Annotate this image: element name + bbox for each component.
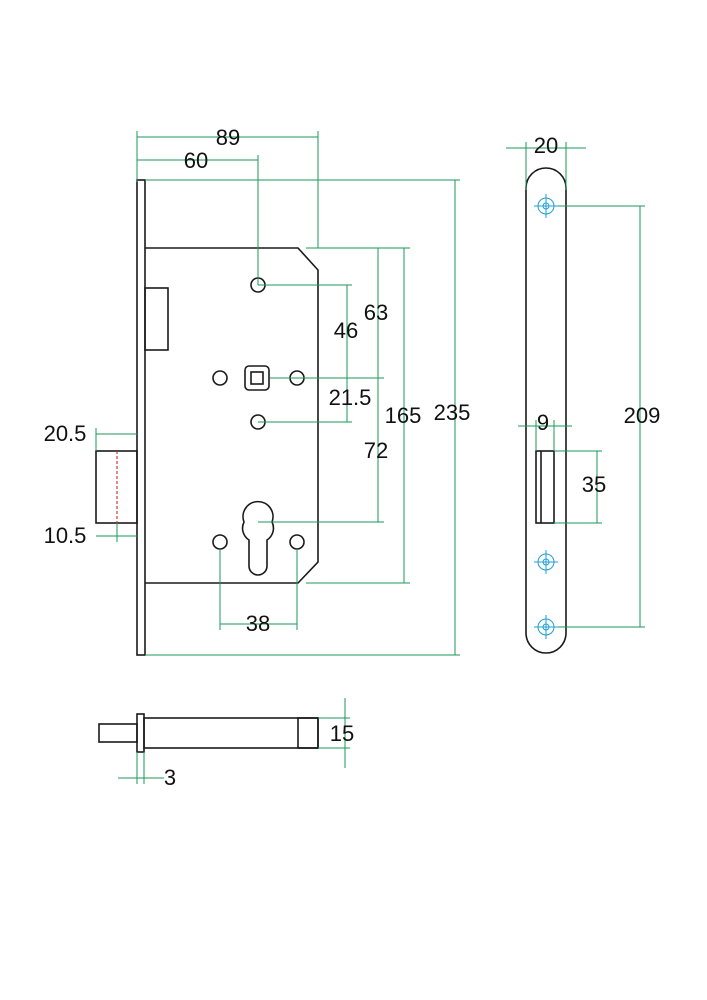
dim-follower-cylinder: 72 <box>364 438 388 463</box>
follower-outer <box>244 365 270 391</box>
latch-body <box>143 717 319 749</box>
latch-flange <box>136 713 145 753</box>
left-fixing-hole <box>212 370 228 386</box>
euro-cylinder-cutout <box>241 500 275 576</box>
dim-latch-projection: 20.5 <box>44 421 87 446</box>
dim-hole-spacing: 38 <box>246 611 270 636</box>
dim-fixing-spacing: 209 <box>624 403 661 428</box>
latch-slot <box>535 450 555 524</box>
screw-hole-bottom <box>534 615 558 639</box>
latch-dimensions: 15 3 <box>118 698 354 790</box>
front-view <box>95 179 319 656</box>
dim-follower-middle-hole: 21.5 <box>329 385 372 410</box>
forend-plate <box>136 179 146 656</box>
faceplate <box>525 167 567 654</box>
cylinder-right-hole <box>289 534 305 550</box>
faceplate-view <box>525 167 567 654</box>
dim-width-overall: 89 <box>216 125 240 150</box>
lock-case <box>145 247 319 584</box>
screw-hole-middle <box>534 550 558 574</box>
dim-latch-height: 15 <box>330 721 354 746</box>
dim-flange-thickness: 3 <box>164 765 176 790</box>
dim-case-height: 165 <box>385 403 422 428</box>
dim-follower-case-top: 63 <box>364 300 388 325</box>
screw-hole-top <box>534 194 558 218</box>
front-dimensions: 89 60 235 165 46 63 21.5 72 38 <box>44 125 471 656</box>
dim-follower-top-hole: 46 <box>334 318 358 343</box>
latch-side-view <box>98 713 319 753</box>
dim-backset: 60 <box>184 148 208 173</box>
cylinder-left-hole <box>212 534 228 550</box>
dim-faceplate-width: 20 <box>534 133 558 158</box>
dim-latch-offset: 10.5 <box>44 523 87 548</box>
dim-faceplate-height: 235 <box>434 400 471 425</box>
dim-slot-height: 35 <box>582 472 606 497</box>
latch-tip <box>297 717 319 749</box>
latch-spindle <box>98 723 138 743</box>
follower-square <box>250 371 264 385</box>
dim-slot-width: 9 <box>537 410 549 435</box>
bolt-notch <box>144 287 169 351</box>
faceplate-dimensions: 20 209 9 35 <box>506 133 661 628</box>
